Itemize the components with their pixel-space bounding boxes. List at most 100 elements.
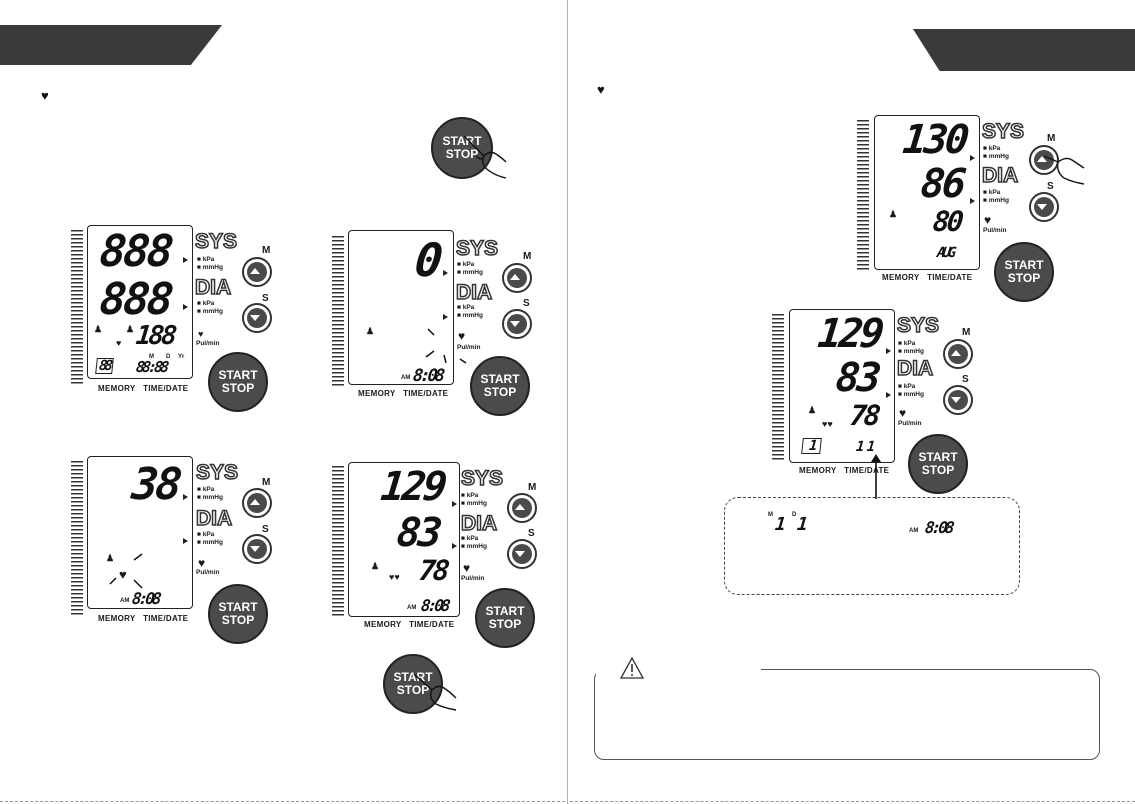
dia-reading: 83 (833, 355, 881, 401)
marker-arrow (443, 270, 448, 276)
s-down-button[interactable] (242, 534, 272, 564)
s-down-button[interactable] (943, 385, 973, 415)
dia-label: DIA (460, 512, 498, 535)
heart-blink-lines (425, 328, 467, 364)
pointing-hand-icon (463, 135, 507, 179)
m-up-button[interactable] (943, 339, 973, 369)
m-label: M (528, 482, 537, 493)
m-up-button[interactable] (502, 263, 532, 293)
pulse-unit: Pul/min (983, 227, 1007, 234)
pulse-reading: 78 (848, 399, 880, 432)
dia-label: DIA (896, 357, 934, 380)
dia-reading: 83 (394, 510, 442, 556)
m-up-button[interactable] (242, 257, 272, 287)
marker-arrow (183, 538, 188, 544)
irregular-heartbeat-icon: ♥♥ (822, 419, 833, 429)
unit-legend: ■ kPa■ mmHg (197, 300, 223, 315)
s-down-button[interactable] (1029, 192, 1059, 222)
s-label: S (528, 528, 535, 539)
pulse-reading: 188 (134, 321, 176, 351)
am-indicator: AM (120, 598, 130, 604)
memory-number: 88 (95, 358, 114, 374)
clock-reading: 8:08 (420, 596, 449, 615)
month-indicator: M (149, 354, 154, 360)
m-label: M (523, 251, 532, 262)
user-icon: ♟ (94, 324, 103, 334)
s-down-button[interactable] (242, 303, 272, 333)
m-up-button[interactable] (507, 493, 537, 523)
pulse-heart-icon: ♥ (984, 213, 992, 227)
s-label: S (262, 293, 269, 304)
am-indicator: AM (909, 528, 919, 534)
s-label: S (1047, 181, 1054, 192)
date-time-zoom-box: M D 1 1 AM 8:08 (724, 497, 1020, 595)
user-icon: ♟ (371, 561, 380, 571)
dia-label: DIA (195, 507, 233, 530)
s-down-button[interactable] (502, 309, 532, 339)
irregular-heartbeat-icon: ♥ (116, 338, 122, 348)
right-footer-line (570, 801, 1135, 802)
pulse-heart-icon: ♥ (463, 561, 471, 575)
user-icon: ♟ (889, 209, 898, 219)
pressure-bar-graph (332, 236, 344, 386)
user-icon: ♟ (808, 405, 817, 415)
lcd-display-average: 130 86 80 ♟ AUG (874, 115, 980, 270)
pulse-unit: Pul/min (461, 575, 485, 582)
sys-reading: 130 (900, 117, 969, 163)
m-label: M (1047, 133, 1056, 144)
heart-icon: ♥ (119, 567, 127, 582)
unit-legend: ■ kPa■ mmHg (457, 261, 483, 276)
month-reading: 1 (773, 514, 784, 535)
s-down-button[interactable] (507, 539, 537, 569)
m-label: M (962, 327, 971, 338)
caption: MEMORY TIME/DATE (98, 614, 189, 623)
unit-legend: ■ kPa■ mmHg (197, 256, 223, 271)
sys-reading: 888 (97, 226, 174, 277)
start-stop-button[interactable]: START STOP (431, 117, 493, 179)
left-footer-line (0, 801, 565, 802)
caption: MEMORY TIME/DATE (364, 620, 455, 629)
irregular-heartbeat-icon: ♥♥ (389, 572, 400, 582)
day-indicator: D (792, 512, 797, 518)
dia-reading: 86 (918, 161, 966, 207)
unit-legend: ■ kPa■ mmHg (197, 486, 223, 501)
unit-legend: ■ kPa■ mmHg (983, 189, 1009, 204)
s-label: S (262, 524, 269, 535)
day-indicator: D (166, 354, 171, 360)
lcd-display-all-segments: 888 888 188 ♟ ♟ ♥ 88 88:88 M D Yr (87, 225, 193, 379)
clock-reading: 8:08 (412, 366, 444, 386)
s-label: S (523, 298, 530, 309)
day-reading: 1 (795, 514, 806, 535)
marker-arrow (970, 155, 975, 161)
sys-label: SYS (981, 120, 1025, 143)
dia-label: DIA (194, 276, 232, 299)
pressure-bar-graph (772, 314, 784, 460)
marker-arrow (452, 543, 457, 549)
pulse-reading: 80 (931, 205, 963, 238)
lcd-display-memory: 129 83 78 ♟ ♥♥ 1 1 1 (789, 309, 895, 463)
caption: MEMORY TIME/DATE (799, 466, 890, 475)
clock-reading: 8:08 (131, 589, 160, 608)
am-indicator: AM (407, 605, 417, 611)
caption: MEMORY TIME/DATE (98, 384, 189, 393)
warning-icon (619, 656, 645, 679)
sys-label: SYS (195, 461, 239, 484)
clock-reading: 8:08 (924, 518, 953, 537)
pointing-hand-icon (1043, 155, 1085, 185)
pressure-bar-graph (857, 120, 869, 272)
marker-arrow (886, 348, 891, 354)
m-up-button[interactable] (242, 488, 272, 518)
clock-reading: 88:88 (135, 358, 168, 376)
marker-arrow (183, 257, 188, 263)
pulse-unit: Pul/min (196, 340, 220, 347)
am-indicator: AM (401, 375, 411, 381)
heart-icon: ♥ (41, 88, 49, 103)
unit-legend: ■ kPa■ mmHg (898, 383, 924, 398)
